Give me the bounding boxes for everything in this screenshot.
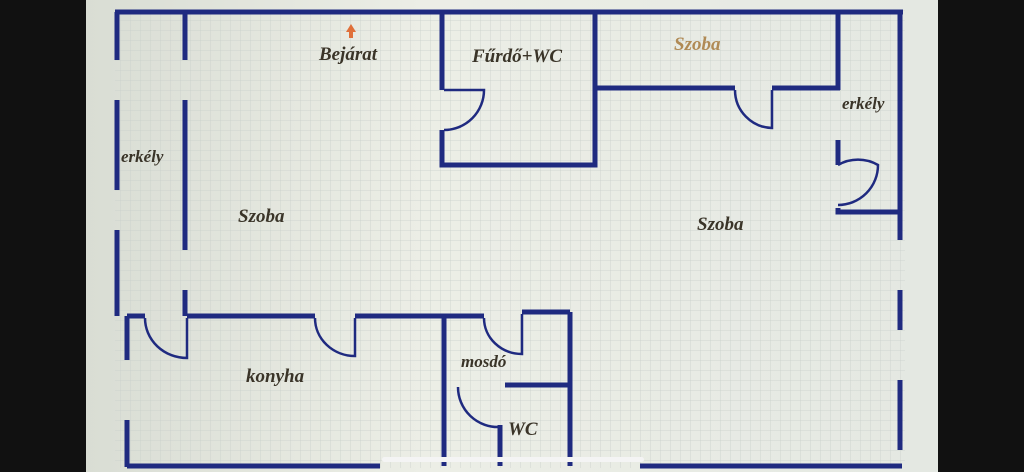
walls xyxy=(114,9,903,469)
doors xyxy=(143,88,880,429)
door-room-top xyxy=(733,89,774,130)
arrow-up-icon xyxy=(346,24,356,38)
label-bathroom: Fűrdő+WC xyxy=(471,46,562,67)
label-entrance: Bejárat xyxy=(318,44,378,65)
label-washroom: mosdó xyxy=(461,352,506,371)
label-toilet: WC xyxy=(508,419,538,440)
label-room-top: Szoba xyxy=(674,34,721,55)
label-room-left: Szoba xyxy=(238,206,285,227)
balcony-right-walls xyxy=(835,12,900,215)
home-indicator[interactable] xyxy=(382,457,644,462)
door-kitchen-balcony xyxy=(143,317,189,360)
label-balcony-right: erkély xyxy=(842,94,885,113)
label-kitchen: konyha xyxy=(246,366,305,387)
door-washroom xyxy=(482,314,524,356)
grid xyxy=(115,10,905,468)
door-bathroom xyxy=(443,88,486,132)
door-balcony-right xyxy=(837,158,880,207)
kitchen-wall-top xyxy=(127,309,570,319)
label-balcony-left: erkély xyxy=(121,147,164,166)
door-wc xyxy=(456,386,501,429)
label-room-right: Szoba xyxy=(697,214,744,235)
door-kitchen xyxy=(313,317,357,358)
wc-walls xyxy=(441,312,573,466)
